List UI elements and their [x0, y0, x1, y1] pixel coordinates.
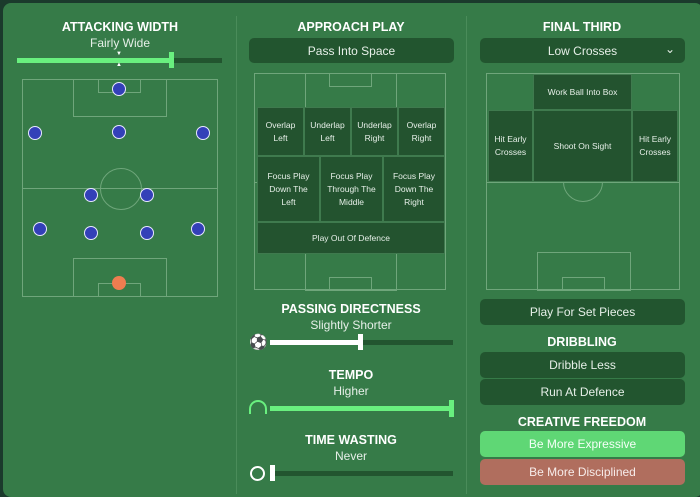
player-marker[interactable] [28, 126, 42, 140]
passing-directness-fill [270, 340, 361, 345]
tempo-handle[interactable] [449, 400, 454, 417]
tempo-fill [270, 406, 453, 411]
passing-directness-value: Slightly Shorter [310, 318, 392, 332]
attacking-width-fill [17, 58, 172, 63]
zone-hit-early-crosses-left[interactable]: Hit Early Crosses [488, 110, 533, 182]
player-marker[interactable] [112, 82, 126, 96]
zone-focus-right[interactable]: Focus Play Down The Right [383, 156, 445, 222]
column-divider [466, 16, 467, 494]
speedometer-icon [249, 400, 267, 414]
zone-focus-middle[interactable]: Focus Play Through The Middle [320, 156, 383, 222]
default-marker-icon: ▲ [116, 62, 122, 68]
player-marker[interactable] [112, 125, 126, 139]
be-more-disciplined-button[interactable]: Be More Disciplined [480, 459, 685, 485]
approach-play-title: APPROACH PLAY [297, 20, 405, 34]
time-wasting-handle[interactable] [270, 465, 275, 481]
zone-overlap-right[interactable]: Overlap Right [398, 107, 445, 156]
zone-overlap-left[interactable]: Overlap Left [257, 107, 304, 156]
passing-directness-handle[interactable] [358, 334, 363, 350]
time-wasting-title: TIME WASTING [305, 433, 397, 447]
dribble-less-button[interactable]: Dribble Less [480, 352, 685, 378]
player-marker[interactable] [140, 188, 154, 202]
attacking-width-handle[interactable] [169, 52, 174, 68]
player-marker[interactable] [33, 222, 47, 236]
player-marker[interactable] [140, 226, 154, 240]
time-wasting-value: Never [334, 449, 367, 463]
play-for-set-pieces-button[interactable]: Play For Set Pieces [480, 299, 685, 325]
football-icon: ⚽ [249, 334, 268, 351]
run-at-defence-button[interactable]: Run At Defence [480, 379, 685, 405]
approach-play-dropdown[interactable]: Pass Into Space [249, 38, 454, 63]
default-marker-icon: ▼ [116, 51, 122, 57]
final-third-dropdown[interactable]: Low Crosses ⌄ [480, 38, 685, 63]
column-divider [236, 16, 237, 494]
zone-play-out-of-defence[interactable]: Play Out Of Defence [257, 222, 445, 254]
be-more-expressive-button[interactable]: Be More Expressive [480, 431, 685, 457]
chevron-down-icon: ⌄ [664, 42, 675, 56]
zone-underlap-left[interactable]: Underlap Left [304, 107, 351, 156]
attacking-width-value: Fairly Wide [89, 36, 150, 50]
creative-freedom-title: CREATIVE FREEDOM [517, 415, 647, 429]
attacking-width-title: ATTACKING WIDTH [61, 20, 179, 34]
tempo-title: TEMPO [328, 368, 374, 382]
player-marker[interactable] [84, 226, 98, 240]
player-marker[interactable] [191, 222, 205, 236]
player-marker[interactable] [84, 188, 98, 202]
goalkeeper-marker[interactable] [112, 276, 126, 290]
final-third-title: FINAL THIRD [542, 20, 622, 34]
time-wasting-slider[interactable] [270, 471, 453, 476]
stopwatch-icon [250, 466, 265, 481]
zone-shoot-on-sight[interactable]: Shoot On Sight [533, 110, 632, 182]
dribbling-title: DRIBBLING [547, 335, 617, 349]
passing-directness-title: PASSING DIRECTNESS [281, 302, 421, 316]
zone-hit-early-crosses-right[interactable]: Hit Early Crosses [632, 110, 678, 182]
player-marker[interactable] [196, 126, 210, 140]
zone-work-ball-into-box[interactable]: Work Ball Into Box [533, 74, 632, 110]
zone-underlap-right[interactable]: Underlap Right [351, 107, 398, 156]
tempo-value: Higher [333, 384, 369, 398]
zone-focus-left[interactable]: Focus Play Down The Left [257, 156, 320, 222]
final-third-selected: Low Crosses [547, 43, 618, 58]
formation-pitch [22, 79, 218, 297]
